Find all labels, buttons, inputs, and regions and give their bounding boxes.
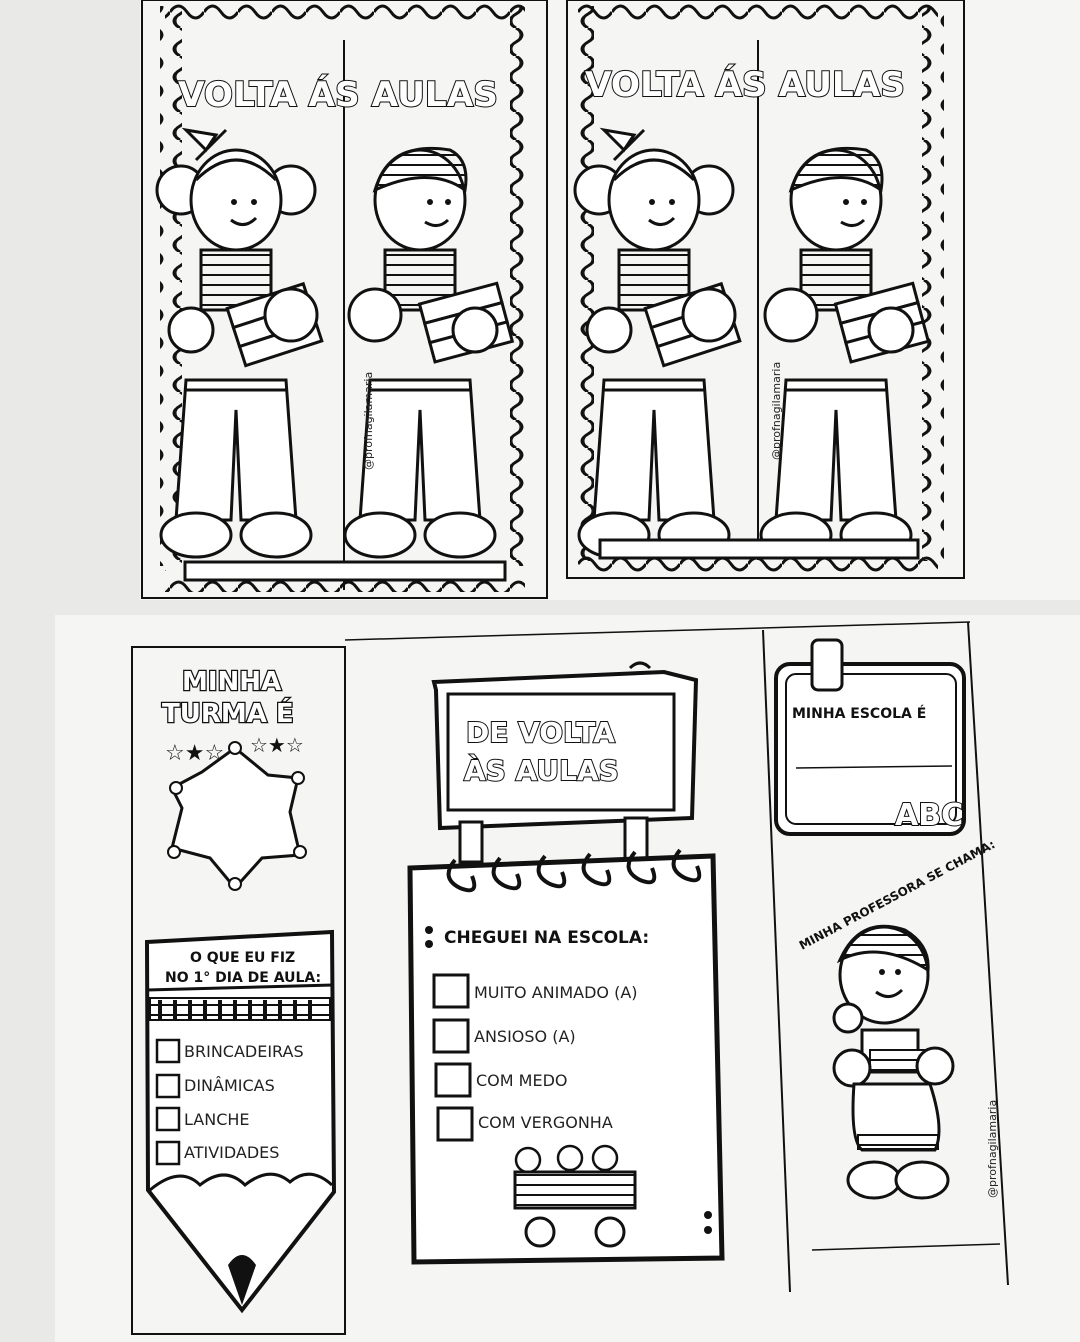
wagon-kids-illustration — [513, 1144, 637, 1248]
pencil-title-line2: NO 1° DIA DE AULA: — [165, 970, 321, 986]
turma-line2: TURMA É — [162, 697, 294, 729]
bookmark-left: VOLTA ÁS AULAS @profnagilamaria — [155, 2, 532, 592]
panel-cheguei: DE VOLTA ÀS AULAS CHEGUEI NA ESCOLA: — [407, 661, 725, 1265]
checkbox-brincadeiras[interactable] — [155, 1038, 181, 1064]
option-com-medo: COM MEDO — [476, 1071, 567, 1090]
notebook: CHEGUEI NA ESCOLA: MUITO ANIMADO (A) ANS… — [407, 848, 725, 1265]
checkbox-com-vergonha[interactable] — [436, 1106, 474, 1142]
panel-turma: MINHA TURMA É ☆★☆ ☆★☆ — [144, 666, 337, 1314]
folder-section: MINHA TURMA É ☆★☆ ☆★☆ — [131, 621, 1009, 1335]
bookmark-right-title: VOLTA ÁS AULAS — [585, 64, 905, 105]
checkbox-lanche[interactable] — [155, 1106, 181, 1132]
checkbox-muito-animado[interactable] — [432, 973, 470, 1009]
sign-line2: ÀS AULAS — [464, 753, 619, 787]
school-clipboard: MINHA ESCOLA É ABC — [774, 638, 966, 836]
bookmark-left-credit: @profnagilamaria — [362, 372, 375, 470]
notebook-title: CHEGUEI NA ESCOLA: — [444, 928, 649, 948]
option-ansioso: ANSIOSO (A) — [474, 1027, 576, 1046]
star-icon: ☆★☆ — [165, 741, 224, 766]
turma-line1: MINHA — [182, 667, 281, 697]
checkbox-dinamicas[interactable] — [155, 1073, 181, 1099]
abc-blocks: ABC — [895, 798, 963, 833]
option-dinamicas: DINÂMICAS — [184, 1076, 275, 1095]
panel-escola: MINHA ESCOLA É ABC MINHA PROFESSORA SE C… — [774, 638, 1001, 1251]
pencil-title-line1: O QUE EU FIZ — [190, 950, 295, 966]
star-badge: ☆★☆ ☆★☆ — [165, 733, 307, 891]
sign-board: DE VOLTA ÀS AULAS — [431, 661, 699, 864]
bookmark-right-credit: @profnagilamaria — [770, 362, 783, 460]
school-label: MINHA ESCOLA É — [792, 705, 926, 722]
sign-line1: DE VOLTA — [466, 716, 615, 749]
bookmark-right: VOLTA ÁS AULAS @profnagilamaria — [572, 2, 944, 577]
option-brincadeiras: BRINCADEIRAS — [184, 1042, 304, 1061]
checkbox-com-medo[interactable] — [434, 1062, 472, 1098]
checkbox-ansioso[interactable] — [432, 1018, 470, 1054]
option-atividades: ATIVIDADES — [184, 1143, 279, 1162]
panel3-credit: @profnagilamaria — [986, 1100, 999, 1198]
teacher-illustration: MINHA PROFESSORA SE CHAMA: — [797, 837, 1001, 1251]
star-icon: ☆★☆ — [250, 733, 304, 757]
bookmarks-section: VOLTA ÁS AULAS @profnagilamaria VOLTA ÁS… — [141, 0, 965, 599]
bookmark-left-title: VOLTA ÁS AULAS — [178, 74, 498, 115]
checkbox-atividades[interactable] — [155, 1140, 181, 1166]
option-lanche: LANCHE — [184, 1110, 250, 1129]
pencil-checklist: O QUE EU FIZ NO 1° DIA DE AULA: BRINCADE… — [144, 929, 337, 1314]
option-muito-animado: MUITO ANIMADO (A) — [474, 983, 638, 1002]
option-com-vergonha: COM VERGONHA — [478, 1113, 613, 1132]
